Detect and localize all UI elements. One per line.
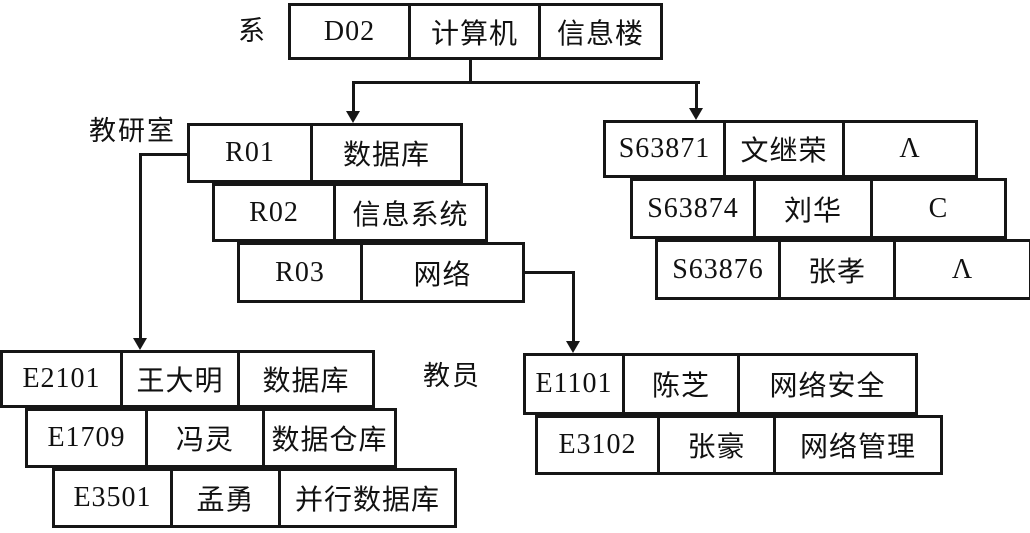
record-teacher-e2101: E2101 王大明 数据库 [0, 350, 375, 408]
label-teacher-level: 教员 [423, 361, 481, 391]
record-department: D02 计算机 信息楼 [288, 3, 663, 60]
record-office-r01: R01 数据库 [187, 123, 463, 183]
arrow-to-offices-icon [346, 111, 360, 123]
connector-r01-horizontal [139, 153, 187, 156]
teacher-name: 张豪 [657, 418, 773, 472]
label-department-level: 系 [238, 16, 267, 46]
teacher-id: E2101 [22, 363, 101, 394]
record-office-r02: R02 信息系统 [212, 183, 488, 242]
office-id: R03 [275, 256, 325, 288]
office-id: R02 [249, 196, 299, 228]
connector-r01-vertical [139, 153, 142, 339]
record-student-s63871: S63871 文继荣 Λ [603, 120, 978, 178]
teacher-id: E1101 [535, 368, 613, 399]
connector-r03-horizontal [522, 271, 575, 274]
teacher-id: E3501 [73, 482, 152, 513]
connector-drop-to-students [695, 81, 698, 109]
department-name: 计算机 [408, 6, 538, 57]
department-location: 信息楼 [538, 6, 660, 57]
student-name: 刘华 [753, 181, 870, 236]
teacher-course: 并行数据库 [278, 471, 454, 525]
student-id: S63871 [618, 133, 711, 164]
connector-dept-branch [352, 81, 700, 84]
arrow-to-teachers-right-icon [566, 341, 580, 353]
office-name: 网络 [360, 245, 522, 300]
teacher-id: E3102 [558, 429, 637, 460]
record-teacher-e3501: E3501 孟勇 并行数据库 [52, 468, 457, 528]
record-teacher-e3102: E3102 张豪 网络管理 [535, 415, 943, 475]
office-name: 数据库 [310, 126, 460, 180]
connector-drop-to-offices [352, 81, 355, 112]
connector-dept-stem [469, 59, 472, 84]
student-id: S63876 [672, 253, 764, 285]
office-name: 信息系统 [333, 186, 485, 239]
record-teacher-e1101: E1101 陈芝 网络安全 [523, 353, 918, 415]
record-student-s63876: S63876 张孝 Λ [655, 239, 1030, 300]
record-teacher-e1709: E1709 冯灵 数据仓库 [25, 408, 397, 468]
teacher-name: 孟勇 [170, 471, 278, 525]
arrow-to-students-icon [689, 108, 703, 120]
department-id: D02 [323, 15, 376, 47]
arrow-to-teachers-left-icon [133, 338, 147, 350]
record-office-r03: R03 网络 [237, 242, 525, 303]
teacher-id: E1709 [47, 422, 126, 453]
connector-r03-vertical [572, 271, 575, 342]
teacher-course: 网络管理 [773, 418, 940, 472]
student-grade: Λ [842, 123, 975, 175]
student-grade: Λ [893, 242, 1029, 297]
student-grade: C [870, 181, 1004, 236]
office-id: R01 [225, 137, 275, 168]
teacher-name: 冯灵 [145, 411, 262, 465]
label-office-level: 教研室 [89, 116, 176, 146]
record-student-s63874: S63874 刘华 C [630, 178, 1007, 239]
teacher-course: 网络安全 [737, 356, 915, 412]
student-id: S63874 [647, 192, 739, 224]
teacher-name: 王大明 [120, 353, 237, 405]
teacher-name: 陈芝 [622, 356, 737, 412]
student-name: 张孝 [778, 242, 893, 297]
student-name: 文继荣 [723, 123, 842, 175]
teacher-course: 数据库 [237, 353, 372, 405]
teacher-course: 数据仓库 [262, 411, 394, 465]
